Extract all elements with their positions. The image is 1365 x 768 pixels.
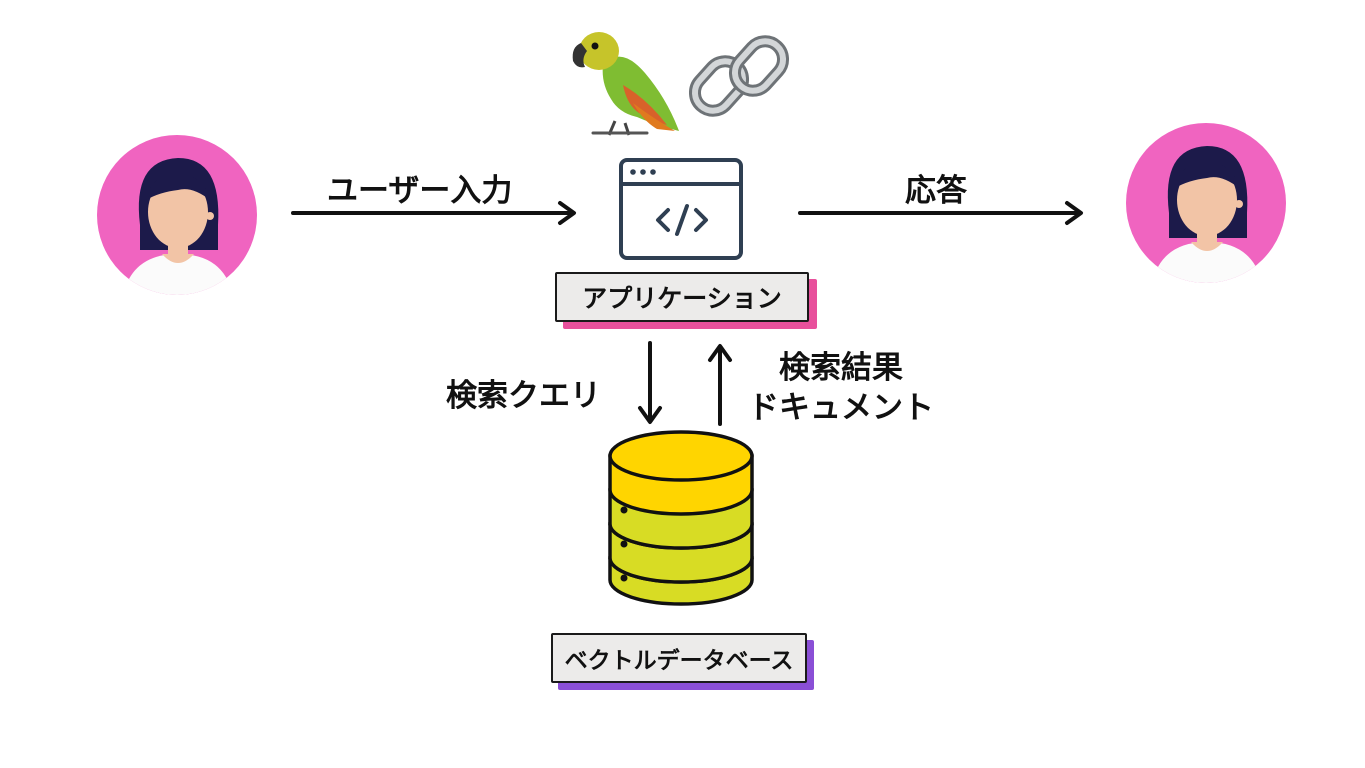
code-window-icon: [619, 158, 743, 260]
response-label: 応答: [905, 173, 967, 209]
application-node-label: アプリケーション: [555, 272, 809, 322]
parrot-icon: [572, 32, 679, 136]
vector-database-node-label: ベクトルデータベース: [551, 633, 807, 683]
arrow-db-to-app: [708, 344, 732, 426]
search-query-label: 検索クエリ: [446, 378, 601, 414]
user-input-label: ユーザー入力: [327, 173, 513, 209]
user-avatar-left-icon: [97, 135, 257, 295]
search-results-line1: 検索結果: [779, 350, 903, 386]
database-icon: [608, 430, 754, 606]
search-results-line2: ドキュメント: [748, 390, 934, 426]
arrow-user-to-app: [291, 201, 576, 225]
arrow-app-to-db: [638, 341, 662, 424]
search-results-label: 検索結果 ドキュメント: [748, 348, 934, 428]
arrow-app-to-user: [798, 201, 1083, 225]
user-avatar-right-icon: [1126, 123, 1286, 283]
chain-link-icon: [688, 35, 790, 117]
